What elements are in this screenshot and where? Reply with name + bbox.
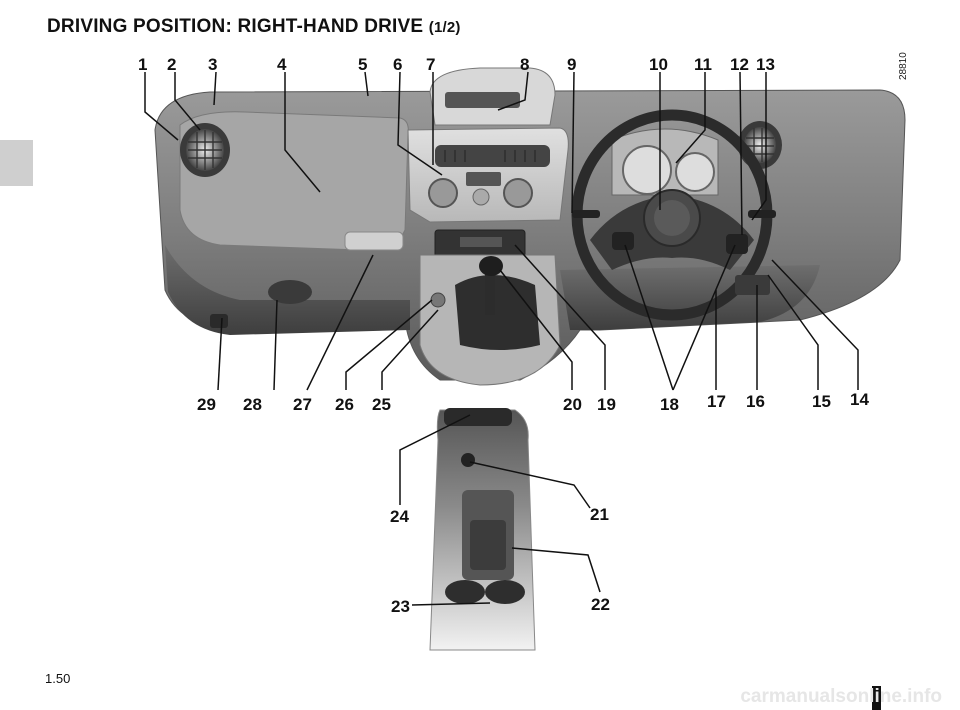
title-suffix: (1/2): [428, 19, 461, 36]
left-stalk: [572, 210, 600, 218]
callout-24: 24: [390, 507, 409, 526]
page-number: 1.50: [45, 671, 71, 686]
callouts-console: 24 21 23 22: [390, 505, 610, 616]
callout-1: 1: [138, 55, 147, 74]
console-socket: [461, 453, 475, 467]
passenger-storage-pocket: [268, 280, 312, 304]
callout-22: 22: [591, 595, 610, 614]
callout-7: 7: [426, 55, 435, 74]
gear-lever-knob: [479, 256, 503, 276]
heating-control-left: [428, 178, 458, 208]
lower-dashboard: [165, 245, 410, 335]
callout-8: 8: [520, 55, 529, 74]
callout-17: 17: [707, 392, 726, 411]
callout-14: 14: [850, 390, 869, 409]
lower-switch-panel: [735, 275, 770, 295]
gear-lever-gaiter: [455, 275, 540, 350]
callout-25: 25: [372, 395, 391, 414]
gear-lever-shaft: [485, 270, 495, 315]
console-lid: [444, 408, 512, 426]
callout-11: 11: [694, 55, 712, 74]
cup-holder-right: [485, 580, 525, 604]
right-stalk: [748, 210, 776, 218]
callout-15: 15: [812, 392, 831, 411]
callout-18: 18: [660, 395, 679, 414]
callout-19: 19: [597, 395, 616, 414]
callout-10: 10: [649, 55, 668, 74]
page-title: DRIVING POSITION: RIGHT-HAND DRIVE (1/2): [47, 16, 461, 38]
multifunction-display: [445, 92, 520, 108]
callout-21: 21: [590, 505, 609, 524]
steering-wheel-right-controls: [726, 234, 748, 254]
callout-26: 26: [335, 395, 354, 414]
callout-13: 13: [756, 55, 775, 74]
callout-6: 6: [393, 55, 402, 74]
callouts-top: 1 2 3 4 5 6 7 8 9 10 11 12 13: [138, 55, 775, 74]
heating-control-right: [503, 178, 533, 208]
rev-counter: [675, 152, 715, 192]
callout-23: 23: [391, 597, 410, 616]
callout-29: 29: [197, 395, 216, 414]
leader-lines: [144, 71, 859, 606]
callouts-bottom: 29 28 27 26 25 20 19 18 17 16 15 14: [197, 390, 869, 414]
centre-air-vents: [435, 145, 550, 167]
bonnet-release-handle: [210, 314, 228, 328]
callout-28: 28: [243, 395, 262, 414]
passenger-airbag-panel: [179, 111, 409, 251]
steering-wheel-left-controls: [612, 232, 634, 250]
callout-4: 4: [277, 55, 287, 74]
centre-console-switch: [430, 292, 446, 308]
speedometer: [622, 145, 672, 195]
callout-20: 20: [563, 395, 582, 414]
callout-16: 16: [746, 392, 765, 411]
callout-12: 12: [730, 55, 749, 74]
callout-5: 5: [358, 55, 367, 74]
title-main: DRIVING POSITION: RIGHT-HAND DRIVE: [47, 16, 424, 37]
corner-mark: [872, 686, 881, 710]
callout-9: 9: [567, 55, 576, 74]
centre-clock: [466, 172, 501, 186]
glove-box-handle: [344, 231, 404, 251]
callout-2: 2: [167, 55, 176, 74]
callout-3: 3: [208, 55, 217, 74]
callout-27: 27: [293, 395, 312, 414]
cup-holder-left: [445, 580, 485, 604]
watermark: carmanualsonline.info: [740, 686, 942, 707]
section-tab: [0, 140, 33, 186]
